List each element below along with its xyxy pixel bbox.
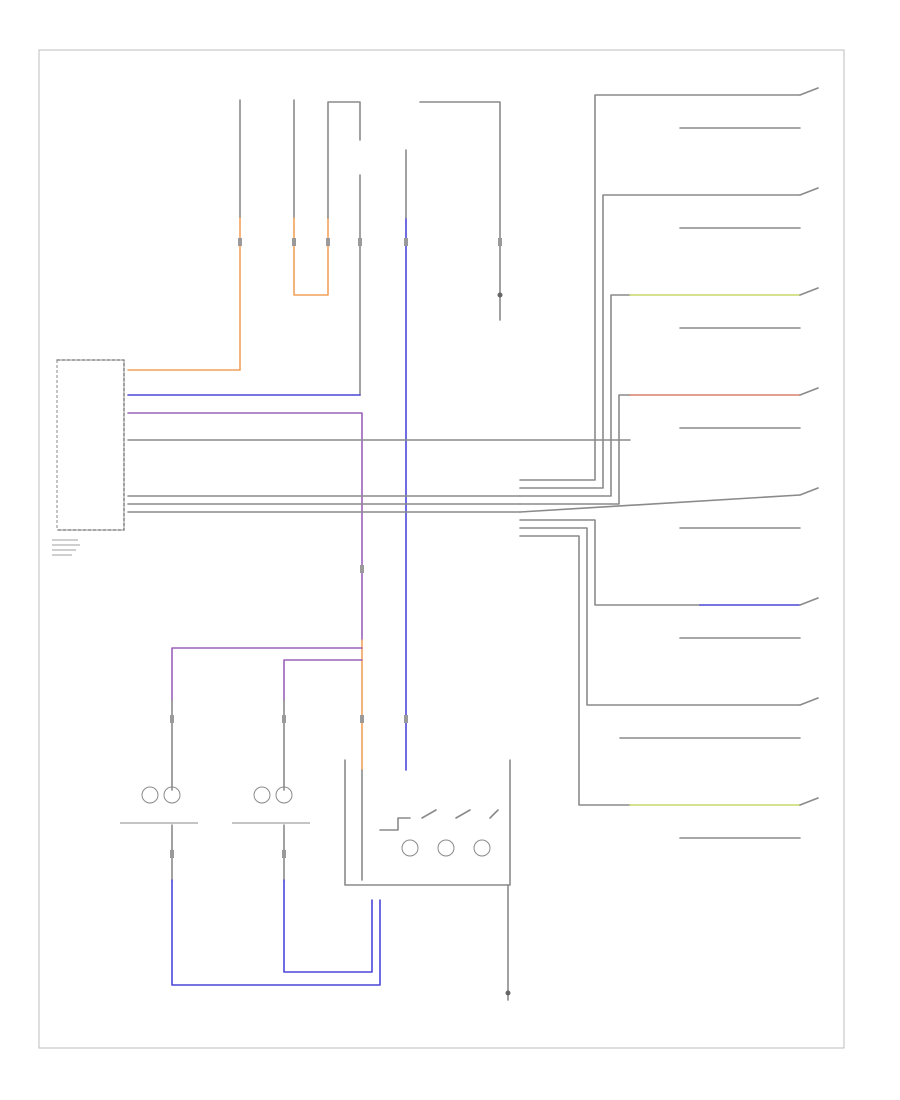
lamp-wiring: [171, 647, 381, 986]
door-switch-3: [679, 287, 819, 329]
lamp-2: [232, 786, 310, 824]
door-switch-2: [679, 187, 819, 229]
door-switch-1: [679, 87, 819, 129]
door-switch-5: [679, 487, 819, 529]
door-switch-6: [679, 597, 819, 639]
fuse-feeds: [127, 99, 407, 771]
lamp-cluster: [344, 759, 511, 886]
right-bus: [519, 94, 801, 806]
ground-bottom: [505, 884, 511, 1001]
diagram-frame: [38, 49, 845, 1049]
connector-marks: [170, 238, 502, 858]
module-wires: [127, 412, 631, 771]
door-switch-4: [679, 387, 819, 429]
door-switch-7: [619, 697, 819, 739]
module-left: [52, 359, 125, 556]
door-switches: [619, 87, 819, 839]
ground-center: [419, 101, 503, 321]
door-switch-8: [679, 797, 819, 839]
lamp-1: [120, 786, 198, 824]
